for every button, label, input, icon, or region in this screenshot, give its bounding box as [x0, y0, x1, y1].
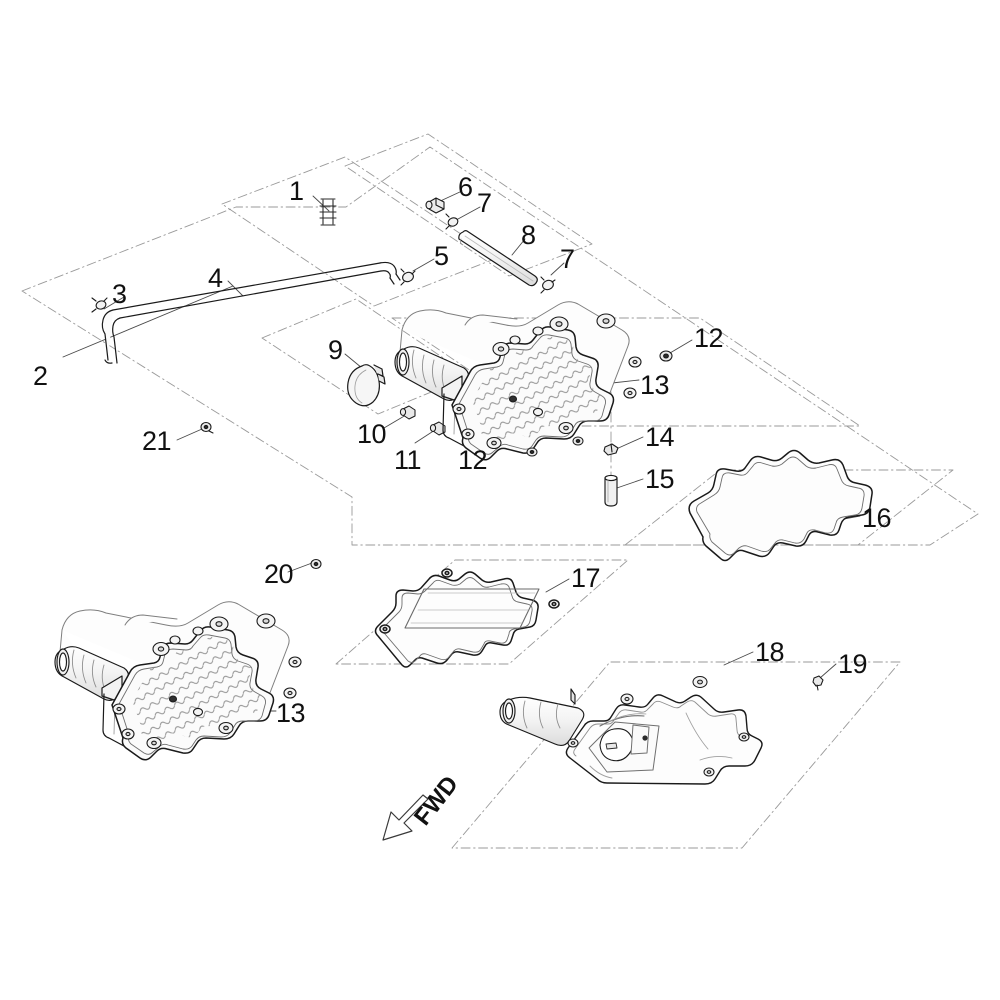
part-21-screw — [200, 421, 214, 434]
part-3-clamp — [91, 297, 108, 313]
part-8-short-hose — [458, 230, 538, 287]
part-7-clamp-upper — [445, 213, 459, 230]
callout-14: 14 — [645, 422, 675, 452]
part-16-gasket — [688, 449, 873, 562]
part-10-screw — [399, 405, 416, 420]
leader-11 — [414, 429, 436, 444]
callout-20: 20 — [264, 559, 294, 589]
leader-7b — [550, 262, 565, 276]
leader-9 — [344, 353, 363, 369]
callout-15: 15 — [645, 464, 675, 494]
fwd-arrow — [382, 794, 429, 841]
leader-1 — [312, 195, 330, 212]
leader-13a — [611, 379, 640, 384]
callout-18: 18 — [755, 637, 785, 667]
leader-5 — [412, 258, 435, 272]
part-17-air-filter — [374, 568, 560, 668]
group-frame-1 — [221, 156, 498, 307]
part-12-nut-b — [659, 350, 673, 362]
group-frame-16 — [624, 469, 954, 546]
air-box-filter-face — [472, 336, 602, 443]
leader-20 — [287, 562, 313, 573]
callout-8: 8 — [521, 220, 536, 250]
callout-13b: 13 — [276, 698, 306, 728]
leader-19 — [819, 663, 837, 679]
callout-16: 16 — [862, 503, 892, 533]
leader-3 — [103, 296, 125, 310]
part-1-hose-clip — [319, 198, 337, 226]
part-13-air-box-upper — [394, 301, 642, 461]
leader-8 — [511, 238, 526, 256]
group-frame-outer — [21, 146, 979, 546]
leader-18 — [723, 651, 754, 666]
leader-14 — [613, 436, 644, 451]
callout-11: 11 — [394, 445, 422, 475]
leader-2 — [62, 285, 234, 358]
callout-5: 5 — [434, 241, 449, 271]
part-7-clamp-lower — [540, 276, 556, 294]
lid-mounting-bosses — [112, 613, 302, 750]
group-frame-678 — [344, 133, 593, 277]
part-14-clip — [603, 443, 619, 456]
callout-7b: 7 — [560, 244, 575, 274]
callout-13a: 13 — [640, 370, 670, 400]
callout-12b: 12 — [694, 323, 724, 353]
part-6-fitting — [425, 197, 445, 214]
part-11-screw — [429, 421, 446, 436]
lid-mounting-bosses — [452, 313, 642, 450]
group-frame-9 — [261, 298, 471, 415]
leader-17 — [545, 578, 570, 593]
part-5-clamp — [400, 268, 416, 286]
part-13-air-box-lower-left — [54, 601, 302, 761]
part-18-lower-housing — [499, 675, 763, 785]
callout-12a: 12 — [458, 445, 488, 475]
leader-15 — [613, 478, 644, 490]
callout-9: 9 — [328, 335, 343, 365]
callout-6: 6 — [458, 172, 473, 202]
leader-10 — [383, 414, 407, 429]
callout-10: 10 — [357, 419, 387, 449]
air-box-filter-face — [132, 636, 262, 743]
callout-3: 3 — [112, 279, 127, 309]
callout-21: 21 — [142, 426, 172, 456]
part-19-screw — [812, 675, 824, 691]
callout-4: 4 — [208, 263, 223, 293]
lower-snorkel — [499, 688, 585, 747]
callout-2: 2 — [33, 361, 48, 391]
callout-7a: 7 — [477, 188, 492, 218]
leader-21 — [176, 428, 203, 441]
part-4-breather-hose — [101, 261, 401, 364]
part-15-plug — [604, 474, 618, 507]
callout-17: 17 — [571, 563, 601, 593]
callout-19: 19 — [838, 649, 868, 679]
leader-7a — [457, 206, 481, 220]
part-9-clamp-band — [347, 364, 386, 407]
leader-12b — [669, 339, 693, 354]
part-20-screw — [310, 558, 322, 570]
callout-1: 1 — [289, 176, 304, 206]
